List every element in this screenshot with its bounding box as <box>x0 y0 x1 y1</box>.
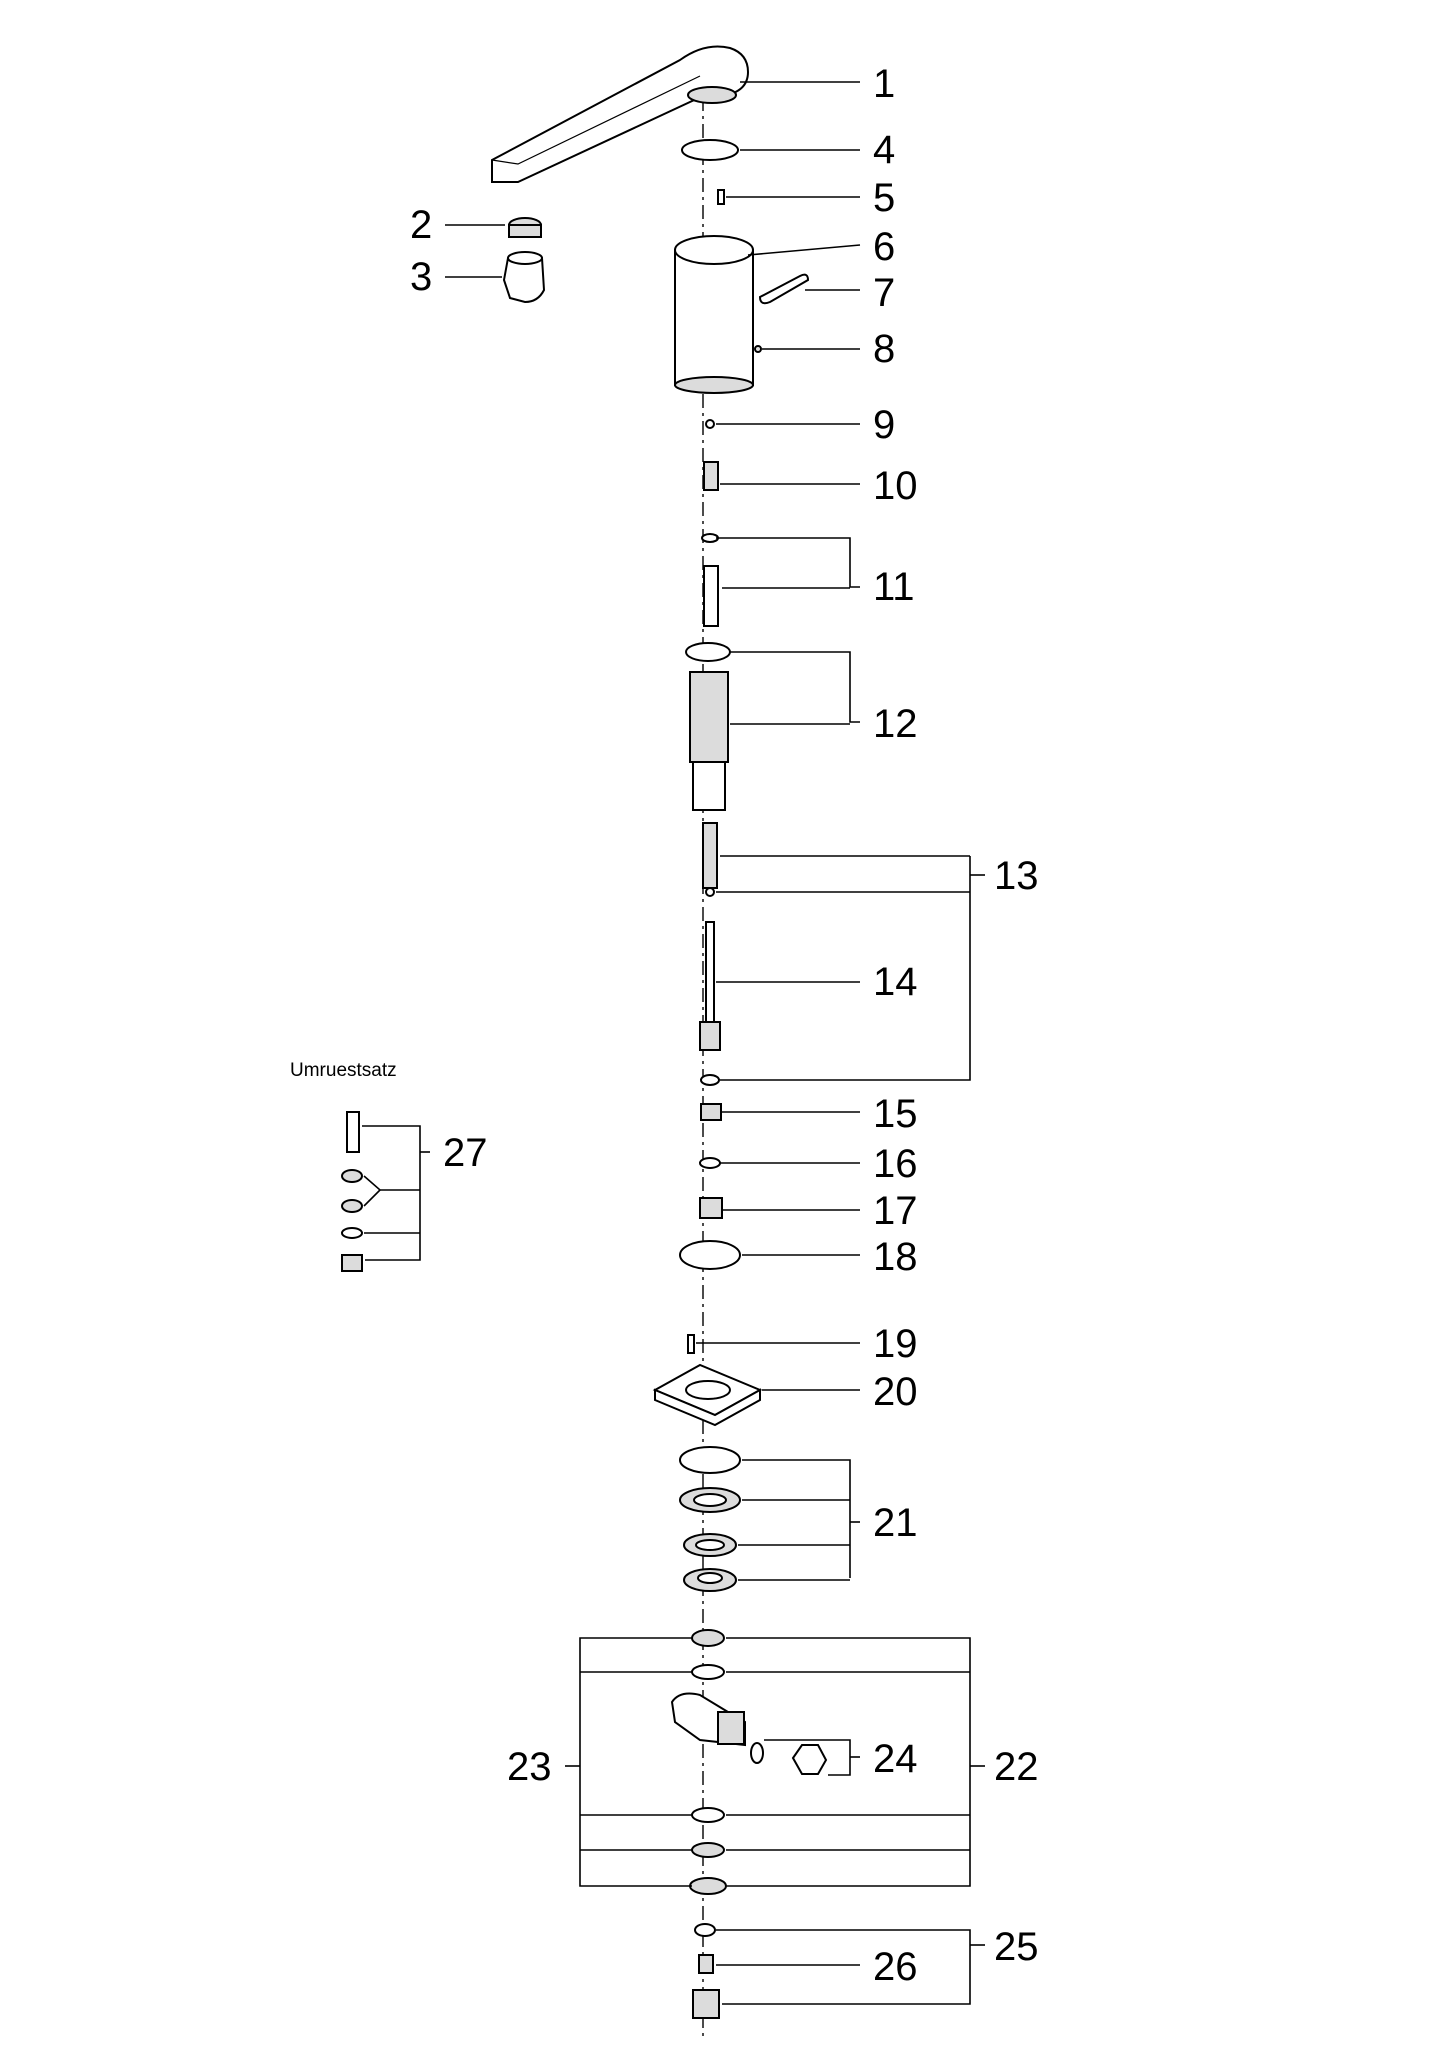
part-lever[interactable] <box>758 273 810 305</box>
part-13-ring[interactable] <box>700 1074 720 1086</box>
part-21[interactable] <box>679 1446 741 1592</box>
part-17[interactable] <box>699 1197 723 1219</box>
kit-caption: Umruestsatz <box>290 1060 397 1081</box>
leader-lines <box>362 81 985 2005</box>
part-12[interactable] <box>685 642 731 811</box>
label-19: 19 <box>873 1322 918 1366</box>
part-o-ring-4[interactable] <box>681 139 739 161</box>
label-16: 16 <box>873 1142 918 1186</box>
label-4: 4 <box>873 128 895 172</box>
part-25-26[interactable] <box>692 1923 720 2019</box>
part-11[interactable] <box>701 533 719 627</box>
part-spout[interactable] <box>491 45 750 183</box>
label-22: 22 <box>994 1745 1039 1789</box>
label-1: 1 <box>873 62 895 106</box>
label-11: 11 <box>873 565 915 609</box>
part-pin-5[interactable] <box>717 189 725 205</box>
label-9: 9 <box>873 403 895 447</box>
part-10[interactable] <box>703 461 719 491</box>
label-13: 13 <box>994 854 1039 898</box>
part-aerator[interactable] <box>508 217 542 238</box>
label-6: 6 <box>873 225 895 269</box>
label-14: 14 <box>873 960 918 1004</box>
part-16[interactable] <box>699 1157 721 1169</box>
label-17: 17 <box>873 1189 918 1233</box>
label-20: 20 <box>873 1370 918 1414</box>
part-set-screw[interactable] <box>754 345 762 353</box>
label-7: 7 <box>873 271 895 315</box>
label-10: 10 <box>873 464 918 508</box>
part-27-kit[interactable] <box>341 1111 363 1272</box>
part-body[interactable] <box>674 235 754 394</box>
label-5: 5 <box>873 176 895 220</box>
part-base-plate[interactable] <box>652 1363 763 1427</box>
label-27: 27 <box>443 1131 488 1175</box>
part-18[interactable] <box>679 1240 741 1270</box>
part-9[interactable] <box>705 419 715 429</box>
label-25: 25 <box>994 1925 1039 1969</box>
label-8: 8 <box>873 327 895 371</box>
part-13[interactable] <box>702 822 718 897</box>
label-18: 18 <box>873 1235 918 1279</box>
part-24[interactable] <box>750 1742 828 1775</box>
part-aerator-housing[interactable] <box>502 251 546 304</box>
part-19[interactable] <box>687 1334 695 1354</box>
label-12: 12 <box>873 702 918 746</box>
label-15: 15 <box>873 1092 918 1136</box>
label-23: 23 <box>507 1745 552 1789</box>
part-15[interactable] <box>700 1103 722 1121</box>
part-14[interactable] <box>699 921 721 1051</box>
label-2: 2 <box>410 203 432 247</box>
label-21: 21 <box>873 1501 918 1545</box>
label-3: 3 <box>410 255 432 299</box>
part-22-23[interactable] <box>670 1629 746 1895</box>
label-24: 24 <box>873 1737 918 1781</box>
label-26: 26 <box>873 1945 918 1989</box>
